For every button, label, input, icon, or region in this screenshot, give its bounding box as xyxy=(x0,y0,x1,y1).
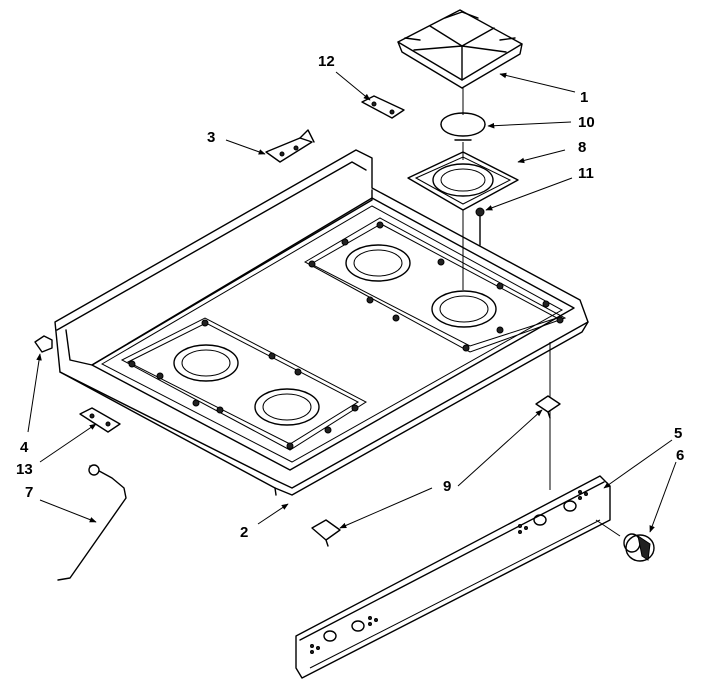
callout-10: 10 xyxy=(578,114,595,131)
cooktop-main-top xyxy=(54,149,589,496)
control-holes xyxy=(310,490,588,654)
callout-8: 8 xyxy=(578,139,586,156)
callout-12: 12 xyxy=(318,53,335,70)
callout-4: 4 xyxy=(20,439,29,456)
callout-11: 11 xyxy=(578,165,594,182)
control-panel xyxy=(295,475,611,679)
callout-2: 2 xyxy=(240,524,248,541)
callout-13: 13 xyxy=(16,461,33,478)
callout-7: 7 xyxy=(25,484,33,501)
hinge-bracket-3 xyxy=(265,129,315,163)
callout-3: 3 xyxy=(207,129,215,146)
leader-arrows xyxy=(27,71,677,533)
bracket-12 xyxy=(361,95,405,119)
clip-9-lower xyxy=(311,519,341,547)
callout-9: 9 xyxy=(443,478,451,495)
burner-cap xyxy=(440,112,486,141)
callout-1: 1 xyxy=(580,89,588,106)
burner-plate xyxy=(407,151,519,211)
wire-rod-7 xyxy=(57,464,127,581)
burner-grate xyxy=(397,9,523,89)
callout-6: 6 xyxy=(676,447,684,464)
bracket-13 xyxy=(79,407,121,433)
callout-5: 5 xyxy=(674,425,682,442)
control-knob xyxy=(595,519,655,562)
clip-4 xyxy=(34,335,53,353)
clip-9-upper xyxy=(535,395,561,419)
callout-labels: 1 2 3 4 5 6 7 8 9 10 11 12 13 xyxy=(16,53,684,541)
screw xyxy=(475,207,485,246)
